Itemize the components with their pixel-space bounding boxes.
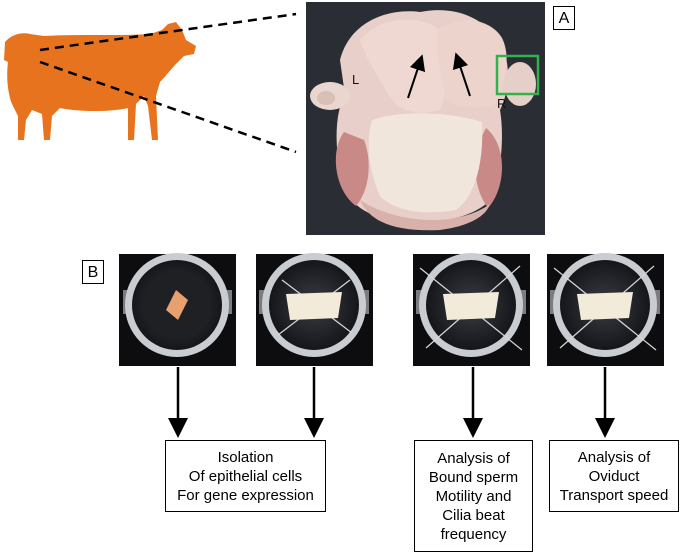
zoom-line-lower	[39, 60, 297, 154]
outcome-line: Analysis of	[437, 449, 510, 467]
outcome-line: Analysis of	[577, 448, 651, 466]
tissue-fragment	[166, 290, 188, 320]
outcome-line: Isolation	[217, 448, 274, 466]
dish-image-3	[413, 253, 530, 366]
outcome-line: Cilia beat	[442, 506, 505, 524]
right-side-label: R	[497, 96, 507, 111]
oviduct-strip	[286, 292, 342, 320]
dish-image-4	[547, 253, 664, 366]
panel-label-a: A	[553, 6, 575, 30]
oviduct-tissue-photo	[306, 2, 545, 235]
outcome-line: Transport speed	[559, 486, 669, 504]
oviduct-strip	[443, 292, 499, 320]
outcome-line: For gene expression	[177, 486, 314, 504]
outcome-line: frequency	[440, 525, 507, 543]
outcome-box-transport-speed: Analysis of Oviduct Transport speed	[549, 440, 679, 512]
right-horn-arrow	[452, 52, 471, 97]
cow-silhouette-icon	[4, 22, 196, 140]
outcome-line: Oviduct	[588, 467, 640, 485]
dish-image-2	[256, 253, 373, 366]
zoom-line-upper	[39, 12, 297, 52]
outcome-line: Motility and	[435, 487, 512, 505]
oviduct-highlight-box	[495, 54, 540, 96]
left-side-label: L	[352, 72, 360, 87]
outcome-line: Bound sperm	[428, 468, 519, 486]
left-horn-arrow	[407, 54, 426, 99]
panel-label-b: B	[82, 260, 104, 284]
outcome-box-gene-expression: Isolation Of epithelial cells For gene e…	[165, 440, 326, 512]
outcome-box-sperm-cilia: Analysis of Bound sperm Motility and Cil…	[414, 440, 533, 552]
outcome-line: Of epithelial cells	[188, 467, 303, 485]
dish-image-1	[119, 253, 236, 366]
oviduct-strip	[577, 292, 633, 320]
